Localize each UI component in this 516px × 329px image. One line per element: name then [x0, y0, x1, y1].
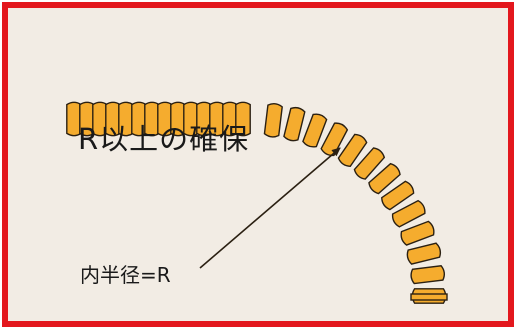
hose-rib: [263, 102, 283, 138]
hose-rib: [337, 133, 368, 167]
hose-rib: [353, 147, 386, 180]
hose-rib: [400, 220, 435, 246]
leader-arrow-icon: [199, 147, 341, 269]
corrugated-hose-icon: [66, 101, 448, 304]
inner-radius-label: 内半径=R: [80, 263, 171, 287]
hose-rib: [381, 180, 415, 211]
hose-rib: [235, 101, 251, 137]
hose-rib: [320, 122, 349, 157]
hose-rib: [283, 106, 306, 142]
hose-rib: [391, 199, 426, 228]
hose-end-cap: [410, 293, 448, 301]
hose-rib: [410, 265, 446, 285]
hose-rib: [302, 113, 328, 148]
hose-rib: [406, 242, 442, 265]
hose-rib: [368, 162, 401, 195]
minimum-radius-heading: R以上の確保: [78, 122, 250, 156]
